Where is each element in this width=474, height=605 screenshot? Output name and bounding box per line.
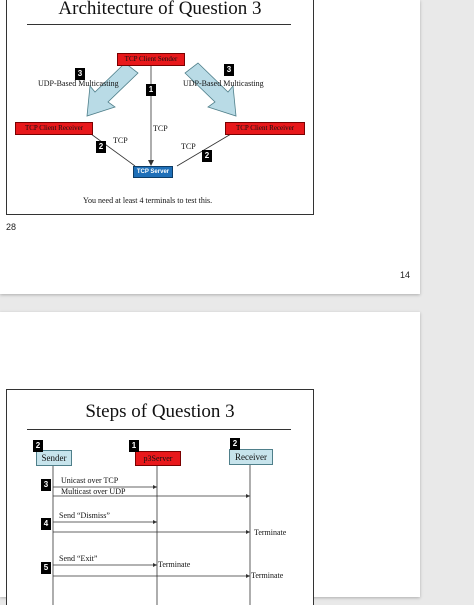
message-arrowhead — [246, 494, 250, 498]
slide-steps: Steps of Question 3 Sender p3Server Re — [6, 389, 314, 605]
step-badge: 3 — [75, 68, 85, 80]
step-badge: 1 — [129, 440, 139, 452]
sequence-diagram-lines — [52, 464, 251, 605]
tcp-server-box: TCP Server — [133, 166, 173, 178]
send-dismiss-label: Send “Dismiss” — [59, 511, 110, 520]
message-arrowhead — [153, 485, 157, 489]
send-exit-label: Send “Exit” — [59, 554, 98, 563]
step-badge: 1 — [146, 84, 156, 96]
step-4-badge: 4 — [41, 518, 51, 530]
architecture-diagram-lines — [86, 62, 237, 167]
viewer-background — [420, 0, 474, 597]
tcp-client-receiver-left-box: TCP Client Receiver — [15, 122, 93, 135]
message-arrowhead — [153, 563, 157, 567]
receiver-terminate-label: Terminate — [251, 571, 284, 580]
udp-left-arrow — [86, 62, 139, 117]
slide-title: Steps of Question 3 — [85, 401, 235, 422]
tcp-client-receiver-right-box: TCP Client Receiver — [225, 122, 305, 135]
page-number: 14 — [400, 270, 411, 280]
message-arrowhead — [246, 530, 250, 534]
message-arrowhead — [153, 520, 157, 524]
receiver-box: Receiver — [229, 449, 273, 465]
tcp-left-label: TCP — [113, 136, 128, 145]
message-arrowhead — [246, 574, 250, 578]
step-3-badge: 3 — [41, 479, 51, 491]
step-badge: 3 — [224, 64, 234, 76]
slide-number: 28 — [6, 222, 17, 232]
multicast-udp-label: Multicast over UDP — [61, 487, 126, 496]
unicast-tcp-label: Unicast over TCP — [61, 476, 119, 485]
server-terminate-label: Terminate — [158, 560, 191, 569]
step-badge: 2 — [230, 438, 240, 450]
step-5-badge: 5 — [41, 562, 51, 574]
tcp-center-arrowhead — [148, 160, 154, 166]
step-badge: 2 — [96, 141, 106, 153]
step-badge: 2 — [202, 150, 212, 162]
tcp-center-label: TCP — [153, 124, 168, 133]
title-underline — [27, 24, 291, 25]
slide-title: Architecture of Question 3 — [58, 0, 262, 19]
udp-left-label: UDP-Based Multicasting — [38, 79, 119, 88]
slide-architecture: Architecture of Question 3 TCP Client Se… — [6, 0, 314, 215]
document-page-2: Steps of Question 3 Sender p3Server Re — [0, 312, 420, 605]
tcp-client-sender-box: TCP Client Sender — [117, 53, 185, 66]
document-page-1: Architecture of Question 3 TCP Client Se… — [0, 0, 420, 294]
udp-right-arrow — [184, 62, 237, 117]
tcp-left-line — [90, 133, 136, 167]
sender-box: Sender — [36, 450, 72, 466]
step-badge: 2 — [33, 440, 43, 452]
receiver-terminate-label: Terminate — [254, 528, 287, 537]
terminal-note: You need at least 4 terminals to test th… — [83, 196, 213, 205]
p3server-box: p3Server — [135, 451, 181, 466]
udp-right-label: UDP-Based Multicasting — [183, 79, 264, 88]
tcp-right-label: TCP — [181, 142, 196, 151]
title-underline — [27, 429, 291, 430]
